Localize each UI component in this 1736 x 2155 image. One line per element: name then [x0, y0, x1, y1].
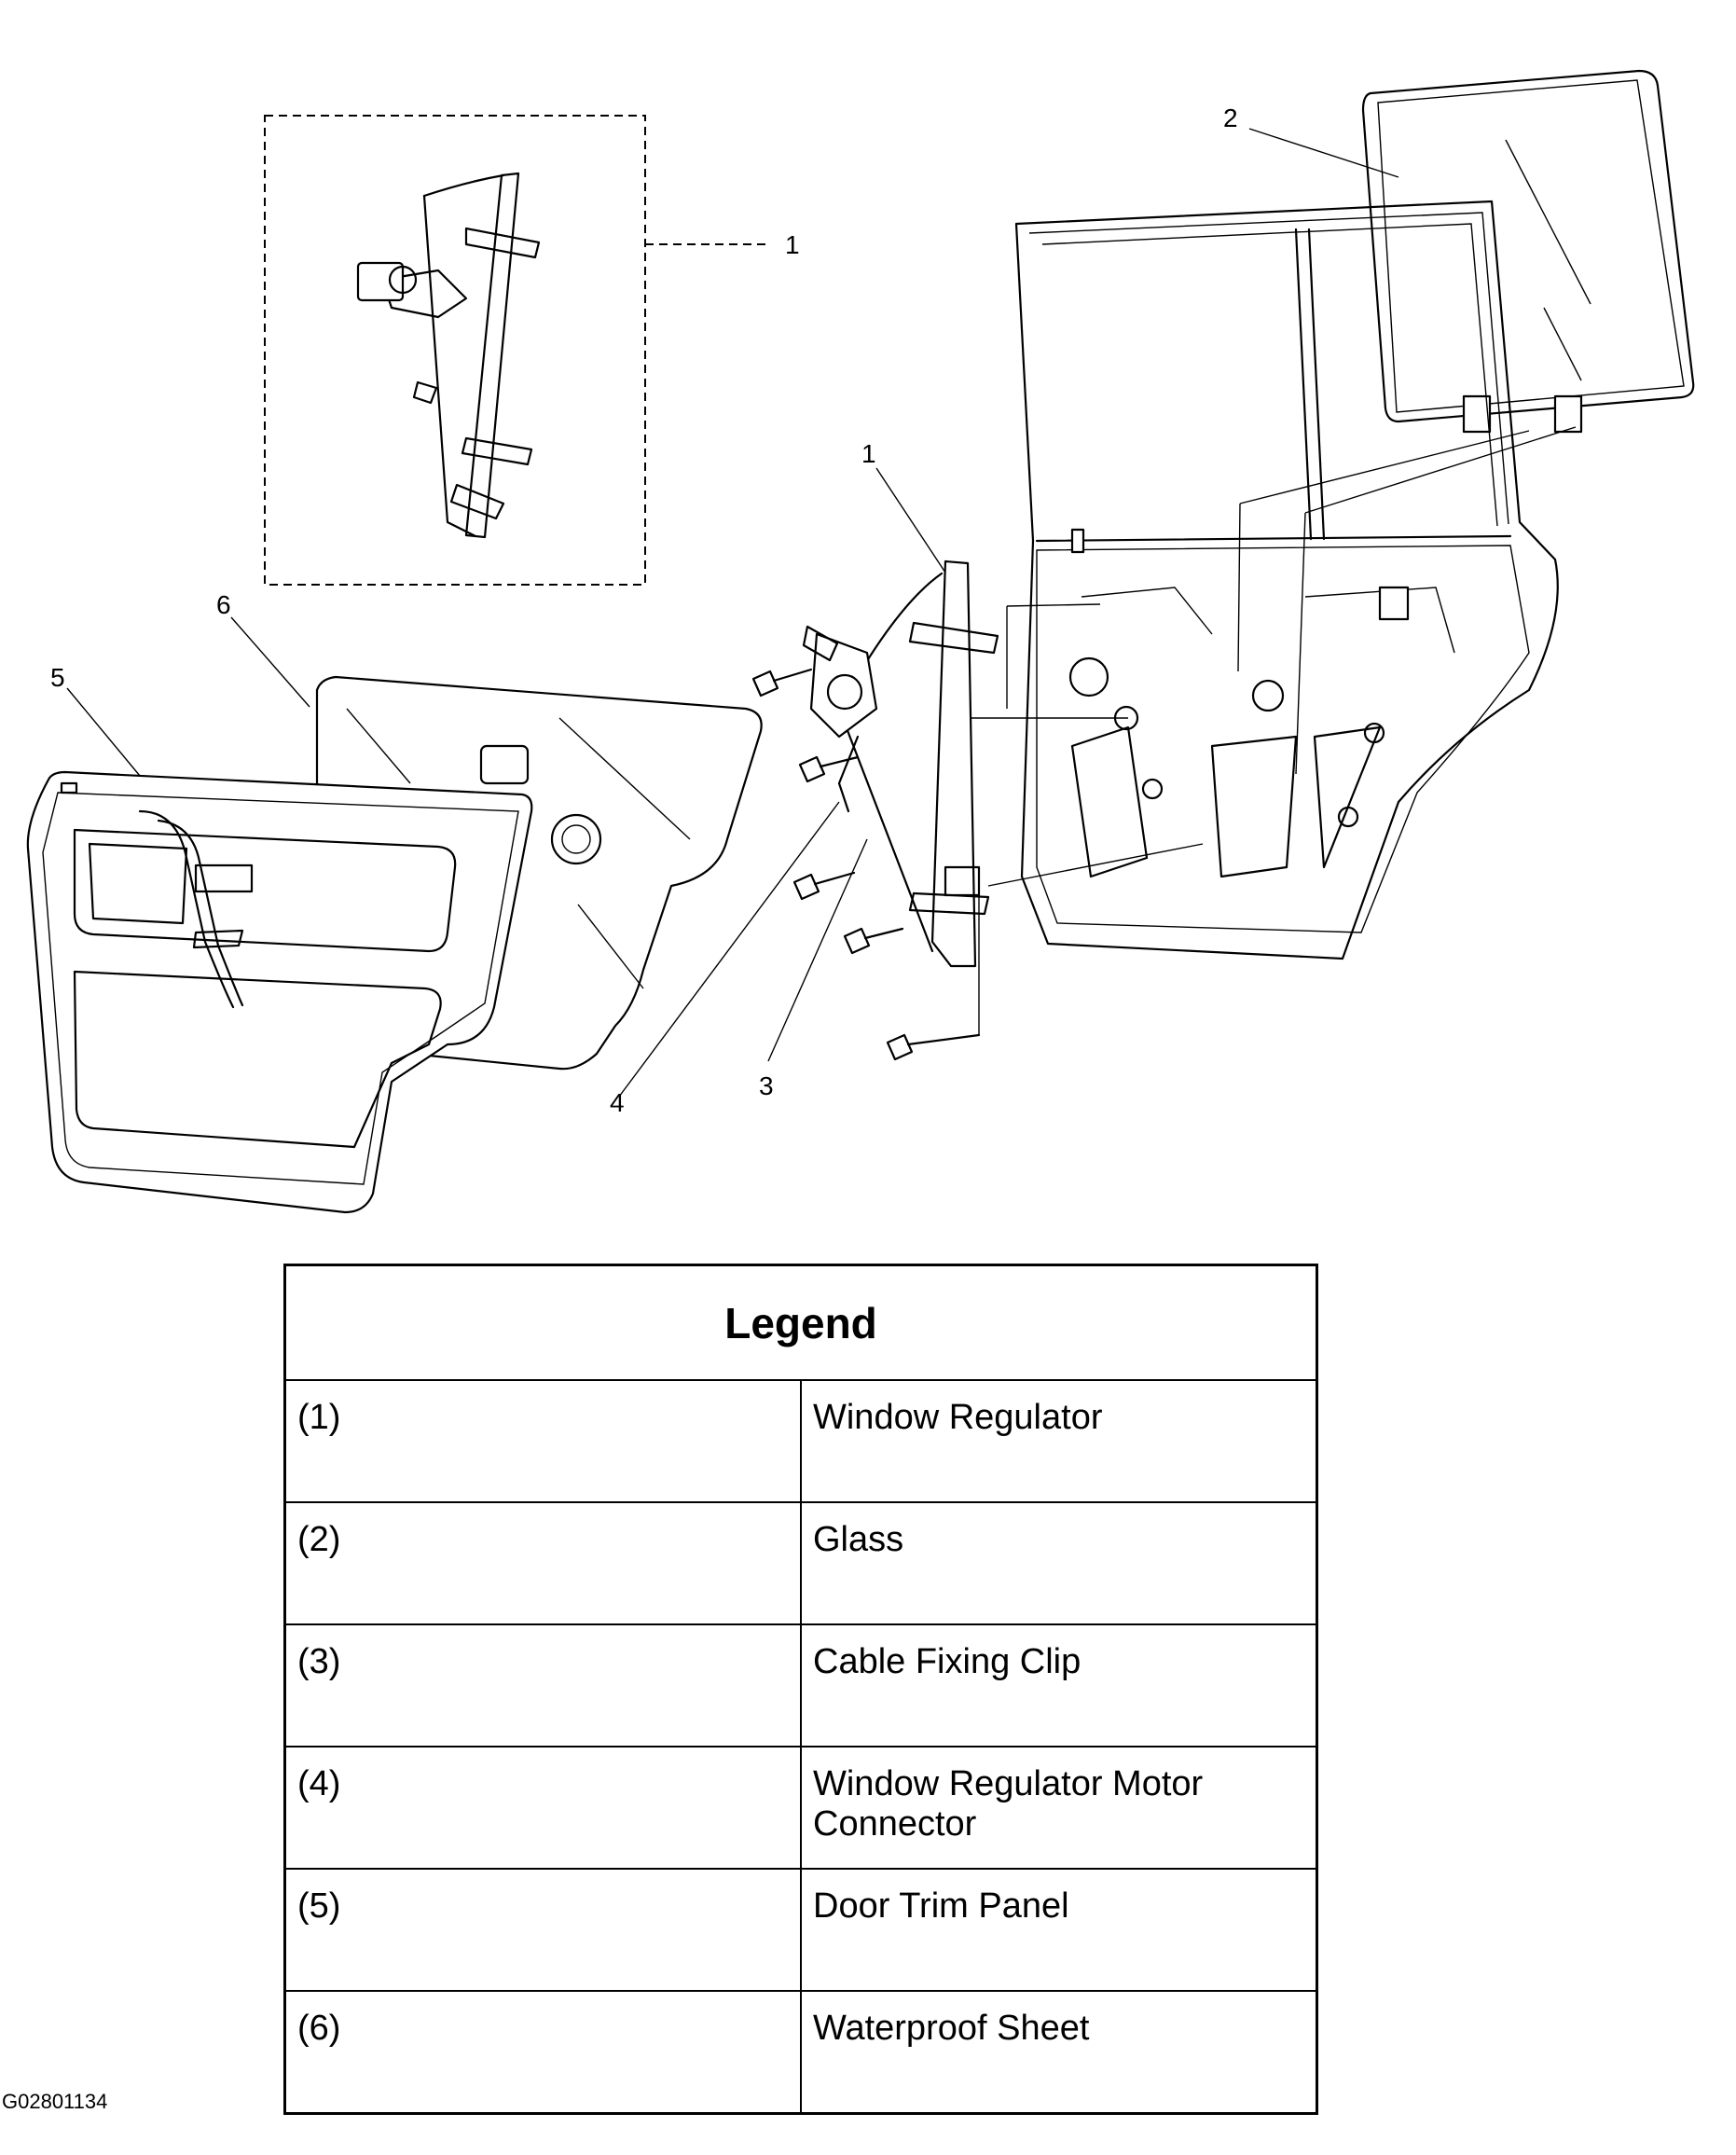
legend-label: Door Trim Panel	[800, 1868, 1318, 1992]
legend-table: Legend (1) Window Regulator (2) Glass (3…	[283, 1264, 1318, 2115]
legend-number: (3)	[283, 1623, 802, 1747]
legend-number: (2)	[283, 1501, 802, 1625]
waterproof-sheet	[315, 675, 763, 1071]
callout-2: 2	[1223, 104, 1238, 132]
legend-title: Legend	[283, 1264, 1318, 1381]
window-regulator	[802, 559, 1204, 1035]
legend-label: Cable Fixing Clip	[800, 1623, 1318, 1747]
legend-number: (5)	[283, 1868, 802, 1992]
legend-number: (1)	[283, 1379, 802, 1503]
callout-4: 4	[610, 1088, 625, 1117]
door-trim-panel	[26, 770, 533, 1214]
legend-label: Glass	[800, 1501, 1318, 1625]
legend-header-row: Legend	[283, 1264, 1318, 1381]
callout-6: 6	[216, 590, 231, 619]
legend-row: (4) Window Regulator Motor Connector	[283, 1746, 1318, 1870]
callout-3: 3	[759, 1071, 774, 1100]
legend-row: (1) Window Regulator	[283, 1379, 1318, 1503]
door-shell	[1014, 200, 1559, 960]
legend-label: Waterproof Sheet	[800, 1990, 1318, 2114]
legend-row: (2) Glass	[283, 1501, 1318, 1625]
callout-1-inset: 1	[785, 230, 800, 259]
legend-number: (6)	[283, 1990, 802, 2114]
callout-1: 1	[861, 439, 876, 468]
legend-label: Window Regulator	[800, 1379, 1318, 1503]
exploded-door-diagram: 1 2 1 6 5 4 3	[26, 69, 1695, 1214]
glass	[1361, 69, 1695, 434]
leader-lines	[66, 128, 1577, 1098]
bolts	[751, 668, 981, 1061]
legend-row: (5) Door Trim Panel	[283, 1868, 1318, 1992]
figure-id: G02801134	[2, 2090, 108, 2113]
legend-row: (6) Waterproof Sheet	[283, 1990, 1318, 2114]
legend-label: Window Regulator Motor Connector	[800, 1746, 1318, 1870]
regulator-inset	[264, 115, 770, 586]
legend-number: (4)	[283, 1746, 802, 1870]
callout-5: 5	[50, 663, 65, 692]
legend-row: (3) Cable Fixing Clip	[283, 1623, 1318, 1747]
